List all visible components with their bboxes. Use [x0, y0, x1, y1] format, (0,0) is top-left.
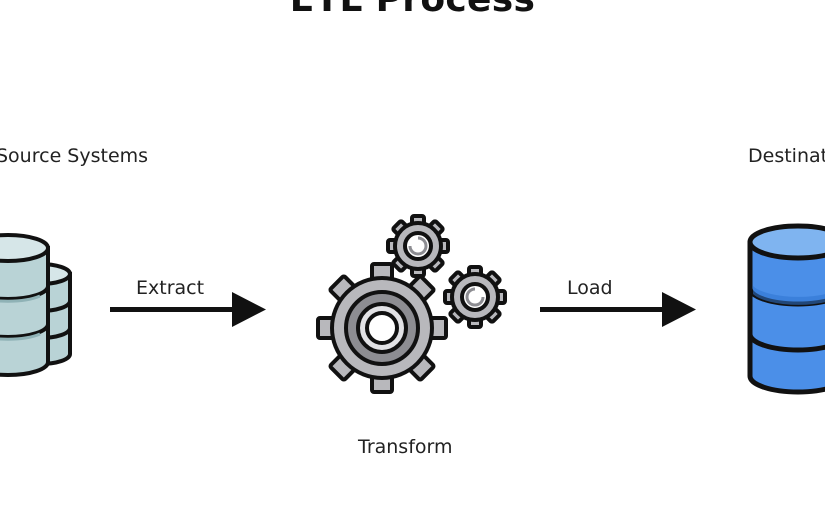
extract-label: Extract: [136, 277, 205, 299]
gears-icon: [316, 214, 507, 394]
destination-label: Destination: [748, 145, 825, 167]
extract-arrow-icon: [110, 292, 266, 327]
load-label: Load: [567, 277, 613, 299]
load-arrow-icon: [540, 292, 696, 327]
source-systems-label: Source Systems: [0, 145, 149, 167]
database-icon: [747, 223, 825, 395]
database-stack-icon: [0, 233, 72, 377]
transform-label: Transform: [358, 436, 453, 458]
page-title: ETL Process: [0, 0, 825, 22]
